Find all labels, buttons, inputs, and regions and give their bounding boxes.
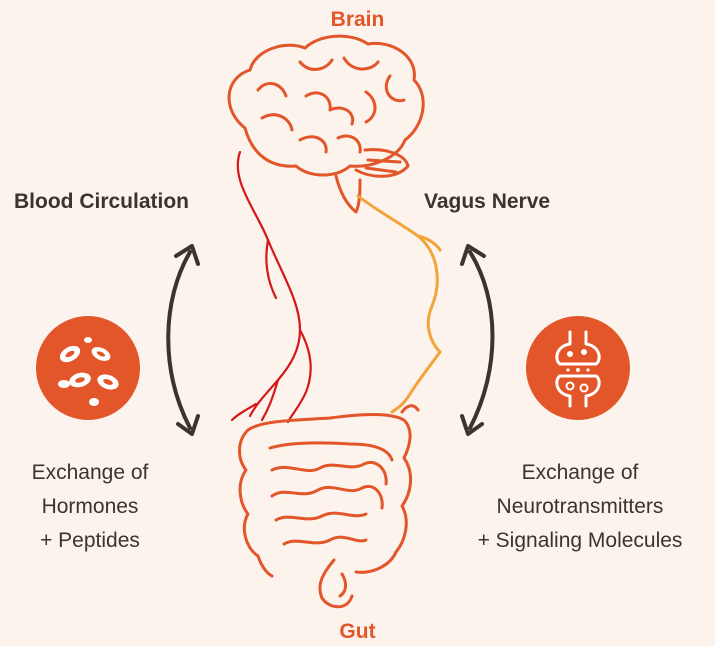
desc-line: + Peptides <box>10 524 170 558</box>
blood-vessel-path <box>232 152 311 422</box>
vagus-double-arrow <box>462 246 493 434</box>
brain-label: Brain <box>0 8 715 32</box>
desc-line: Hormones <box>10 490 170 524</box>
desc-line: Exchange of <box>10 456 170 490</box>
vagus-nerve-path <box>358 196 440 412</box>
neurotransmitters-description: Exchange of Neurotransmitters + Signalin… <box>450 456 710 558</box>
hormones-description: Exchange of Hormones + Peptides <box>10 456 170 558</box>
red-blood-cells-icon <box>36 316 140 420</box>
desc-line: + Signaling Molecules <box>450 524 710 558</box>
desc-line: Neurotransmitters <box>450 490 710 524</box>
gut-label: Gut <box>0 620 715 644</box>
blood-circulation-title: Blood Circulation <box>14 190 189 214</box>
brain-illustration <box>229 36 423 212</box>
gut-illustration <box>240 406 419 607</box>
desc-line: Exchange of <box>450 456 710 490</box>
circulation-double-arrow <box>168 246 198 434</box>
vagus-nerve-title: Vagus Nerve <box>424 190 550 214</box>
synapse-icon <box>526 316 630 420</box>
